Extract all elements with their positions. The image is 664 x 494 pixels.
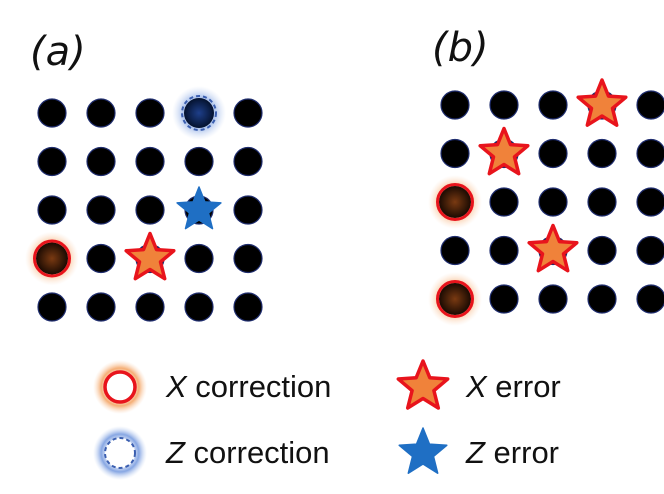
legend-x-error-symbol: X xyxy=(466,369,487,404)
qubit xyxy=(440,235,470,266)
qubit-x-corrected xyxy=(36,242,68,275)
legend-x-error-text: error xyxy=(486,369,561,404)
legend-z-correction-ring-icon xyxy=(104,437,136,469)
qubit xyxy=(37,195,67,225)
qubit xyxy=(587,284,617,314)
qubit xyxy=(86,243,116,274)
legend-x-error-label: X error xyxy=(466,371,561,402)
legend-z-correction-label: Z correction xyxy=(166,437,330,468)
qubit xyxy=(538,187,568,217)
qubit xyxy=(636,138,664,169)
panel-b-lattice xyxy=(428,78,664,326)
qubit xyxy=(86,195,116,225)
legend-z-correction-text: correction xyxy=(184,435,330,470)
panel-a-lattice xyxy=(25,86,263,322)
qubit xyxy=(233,243,263,274)
qubit xyxy=(184,243,214,274)
qubit-x-corrected xyxy=(439,186,471,218)
qubit xyxy=(636,284,664,314)
legend-marks xyxy=(93,359,450,480)
qubit-z-corrected xyxy=(184,98,214,128)
legend-x-correction-text: correction xyxy=(186,369,332,404)
qubit-x-corrected xyxy=(439,283,471,315)
qubit xyxy=(184,146,214,177)
qubit xyxy=(489,284,519,314)
qubit xyxy=(86,146,116,177)
qubit xyxy=(37,292,67,322)
legend-x-correction-symbol: X xyxy=(166,369,187,404)
qubit xyxy=(489,235,519,266)
qubit xyxy=(636,235,664,266)
x-error-star-icon xyxy=(478,126,530,176)
qubit xyxy=(135,146,165,177)
qubit xyxy=(587,138,617,169)
qubit xyxy=(135,195,165,225)
qubit xyxy=(489,90,519,120)
x-correction-ring xyxy=(33,239,71,278)
qubit xyxy=(233,292,263,322)
qubit xyxy=(538,138,568,169)
z-correction-ring xyxy=(181,95,217,131)
qubit xyxy=(587,187,617,217)
qubit xyxy=(135,292,165,322)
qubit xyxy=(587,235,617,266)
qubit xyxy=(233,98,263,128)
legend-z-correction-symbol: Z xyxy=(166,435,185,470)
qubit xyxy=(135,98,165,128)
qubit xyxy=(86,292,116,322)
qubit xyxy=(233,195,263,225)
z-error-star-icon xyxy=(176,186,222,230)
legend-z-error-star-icon xyxy=(398,427,448,474)
qubit xyxy=(489,187,519,217)
qubit xyxy=(233,146,263,177)
legend-x-error-star-icon xyxy=(396,359,450,410)
qubit xyxy=(440,138,470,169)
x-correction-ring xyxy=(436,280,474,318)
qubit xyxy=(37,146,67,177)
x-error-star-icon xyxy=(124,231,176,281)
x-error-star-icon xyxy=(527,223,579,273)
x-error-star-icon xyxy=(576,78,628,127)
qubit xyxy=(37,98,67,128)
panel-label-b: (b) xyxy=(432,25,489,71)
x-correction-ring xyxy=(436,183,474,221)
legend-x-correction-label: X correction xyxy=(166,371,331,402)
legend-z-error-symbol: Z xyxy=(466,435,485,470)
qubit xyxy=(636,90,664,120)
qubit xyxy=(538,284,568,314)
legend-z-error-text: error xyxy=(484,435,560,470)
qubit xyxy=(440,90,470,120)
qubit xyxy=(86,98,116,128)
qubit xyxy=(538,90,568,120)
legend-z-error-label: Z error xyxy=(466,437,559,468)
panel-label-a: (a) xyxy=(30,29,86,75)
qubit xyxy=(184,292,214,322)
legend-x-correction-ring-icon xyxy=(103,370,137,404)
qubit xyxy=(636,187,664,217)
